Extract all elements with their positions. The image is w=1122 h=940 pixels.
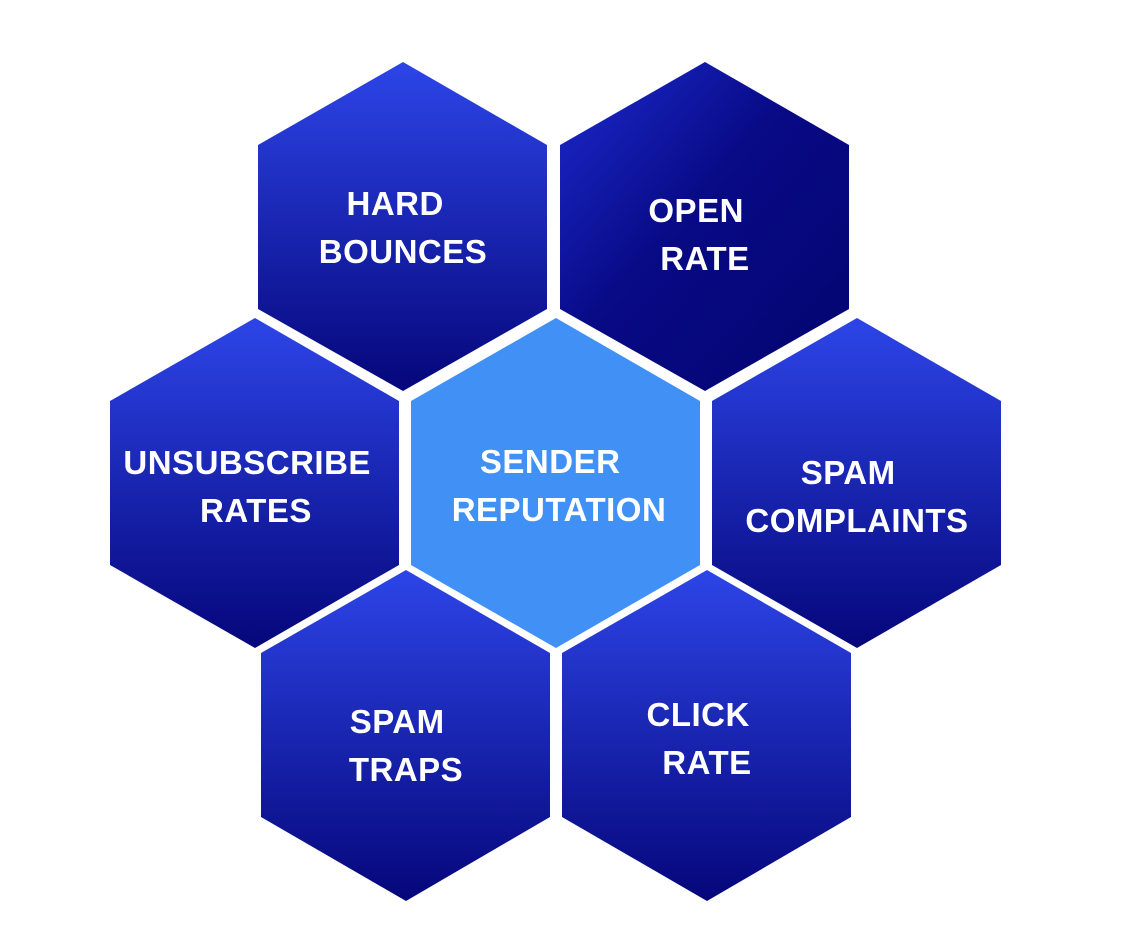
- hex-label-line: RATES: [200, 492, 312, 529]
- hex-label-line: RATE: [660, 240, 749, 277]
- hex-shape: [110, 318, 399, 648]
- hex-shape: [411, 318, 700, 648]
- hex-hard-bounces: HARD BOUNCES: [258, 62, 547, 391]
- hex-click-rate: CLICK RATE: [562, 570, 851, 901]
- hex-label-line: REPUTATION: [452, 491, 667, 528]
- hex-label-line: COMPLAINTS: [745, 502, 968, 539]
- hex-label-line: CLICK: [647, 696, 750, 733]
- svg-text:SPAM TRAPS: SPAM TRAPS: [349, 703, 463, 788]
- hex-label-line: HARD: [347, 185, 444, 222]
- svg-text:HARD BOUNCES: HARD BOUNCES: [319, 185, 488, 270]
- hex-unsubscribe-rates: UNSUBSCRIBE RATES: [110, 318, 399, 648]
- hex-shape: [712, 318, 1001, 648]
- hex-label-line: SPAM: [801, 454, 896, 491]
- hex-open-rate: OPEN RATE: [560, 62, 849, 391]
- hex-label-line: RATE: [662, 744, 751, 781]
- svg-text:OPEN RATE: OPEN RATE: [648, 192, 753, 277]
- hex-label-line: UNSUBSCRIBE: [123, 444, 371, 481]
- hex-shape: [560, 62, 849, 391]
- hex-label-line: SPAM: [350, 703, 445, 740]
- svg-text:UNSUBSCRIBE RATES: UNSUBSCRIBE RATES: [123, 444, 380, 529]
- hex-shape: [261, 570, 550, 901]
- svg-text:CLICK RATE: CLICK RATE: [647, 696, 760, 781]
- hex-spam-traps: SPAM TRAPS: [261, 570, 550, 901]
- svg-text:SPAM COMPLAINTS: SPAM COMPLAINTS: [745, 454, 968, 539]
- hex-label-line: OPEN: [648, 192, 744, 229]
- hex-label-line: BOUNCES: [319, 233, 488, 270]
- hex-shape: [562, 570, 851, 901]
- hex-sender-reputation: SENDER REPUTATION: [411, 318, 700, 648]
- hex-label-line: SENDER: [480, 443, 621, 480]
- hex-spam-complaints: SPAM COMPLAINTS: [712, 318, 1001, 648]
- hex-label-line: TRAPS: [349, 751, 463, 788]
- hex-shape: [258, 62, 547, 391]
- svg-text:SENDER REPUTATION: SENDER REPUTATION: [452, 443, 667, 528]
